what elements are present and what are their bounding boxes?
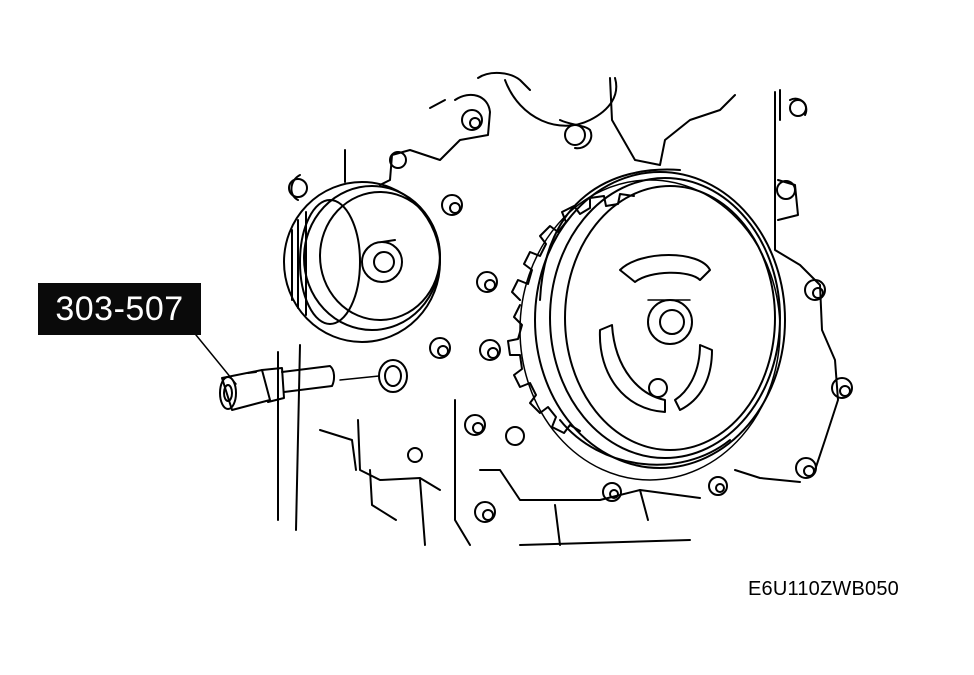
timing-bolt-hole: [339, 359, 408, 393]
idler-pulley: [283, 181, 441, 343]
crankshaft-pulley: [507, 168, 786, 481]
sst-plug-tool: [219, 365, 336, 411]
callout-leader-line: [195, 334, 237, 385]
figure-code: E6U110ZWB050: [748, 578, 899, 600]
cover-bolts: [288, 99, 853, 523]
tool-number-callout: 303-507: [38, 283, 201, 335]
engine-front-cover: [277, 72, 839, 546]
